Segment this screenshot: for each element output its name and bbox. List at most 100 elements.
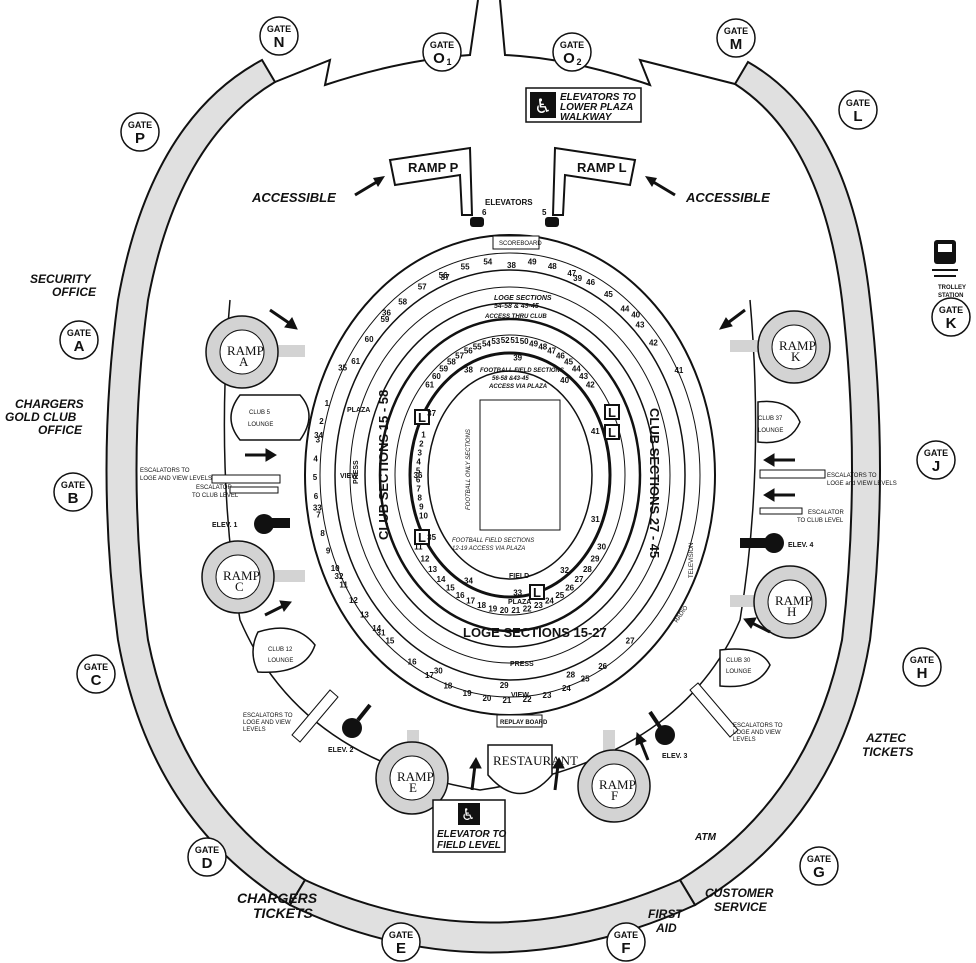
section-inner[interactable]: 25 (555, 591, 564, 600)
section-upper[interactable]: 3 (316, 436, 321, 445)
section-upper[interactable]: 9 (326, 547, 331, 556)
section-inner[interactable]: 2 (419, 439, 424, 448)
section-upper[interactable]: 44 (620, 304, 629, 313)
section-inner[interactable]: 22 (523, 604, 532, 613)
section-upper[interactable]: 45 (604, 290, 613, 299)
section-upper[interactable]: 46 (586, 278, 595, 287)
section-upper[interactable]: 1 (325, 399, 330, 408)
section-upper[interactable]: 16 (408, 658, 417, 667)
section-inner[interactable]: 49 (529, 339, 538, 348)
section-upper[interactable]: 59 (380, 315, 389, 324)
section-inner[interactable]: 5 (416, 466, 421, 475)
section-upper[interactable]: 20 (482, 694, 491, 703)
section-inner[interactable]: 7 (416, 485, 421, 494)
section-upper[interactable]: 2 (319, 417, 324, 426)
section-inner[interactable]: 26 (565, 584, 574, 593)
section-inner[interactable]: 42 (586, 381, 595, 390)
section-inner[interactable]: 38 (464, 366, 473, 375)
section-inner[interactable]: 29 (591, 554, 600, 563)
section-inner[interactable]: 41 (591, 427, 600, 436)
section-inner[interactable]: 24 (545, 597, 554, 606)
section-inner[interactable]: 39 (513, 353, 522, 362)
section-inner[interactable]: 32 (560, 566, 569, 575)
section-upper[interactable]: 31 (377, 629, 386, 638)
section-inner[interactable]: 55 (473, 342, 482, 351)
section-upper[interactable]: 15 (385, 637, 394, 646)
section-upper[interactable]: 6 (314, 492, 319, 501)
section-inner[interactable]: 13 (428, 565, 437, 574)
section-inner[interactable]: 23 (534, 601, 543, 610)
section-upper[interactable]: 13 (360, 611, 369, 620)
section-upper[interactable]: 25 (581, 674, 590, 683)
section-inner[interactable]: 6 (416, 476, 421, 485)
section-inner[interactable]: 27 (575, 575, 584, 584)
section-upper[interactable]: 17 (425, 671, 434, 680)
section-inner[interactable]: 8 (417, 494, 422, 503)
section-upper[interactable]: 8 (320, 529, 325, 538)
section-upper[interactable]: 30 (434, 666, 443, 675)
section-upper[interactable]: 54 (483, 258, 492, 267)
section-upper[interactable]: 18 (443, 681, 452, 690)
section-upper[interactable]: 56 (439, 271, 448, 280)
section-inner[interactable]: 47 (547, 347, 556, 356)
section-inner[interactable]: 19 (488, 604, 497, 613)
section-upper[interactable]: 12 (349, 596, 358, 605)
section-upper[interactable]: 14 (372, 624, 381, 633)
section-upper[interactable]: 58 (398, 297, 407, 306)
section-upper[interactable]: 47 (567, 269, 576, 278)
section-inner[interactable]: 1 (421, 431, 426, 440)
section-upper[interactable]: 29 (500, 681, 509, 690)
section-inner[interactable]: 40 (560, 376, 569, 385)
section-upper[interactable]: 23 (543, 691, 552, 700)
section-inner[interactable]: 60 (432, 372, 441, 381)
section-upper[interactable]: 28 (566, 671, 575, 680)
section-upper[interactable]: 37 (441, 273, 450, 282)
section-upper[interactable]: 7 (316, 511, 321, 520)
section-inner[interactable]: 12 (421, 554, 430, 563)
section-upper[interactable]: 21 (502, 696, 511, 705)
section-upper[interactable]: 49 (528, 258, 537, 267)
section-upper[interactable]: 42 (649, 339, 658, 348)
section-upper[interactable]: 24 (562, 684, 571, 693)
section-inner[interactable]: 16 (456, 591, 465, 600)
section-inner[interactable]: 53 (491, 337, 500, 346)
section-upper[interactable]: 34 (314, 431, 323, 440)
section-upper[interactable]: 4 (313, 454, 318, 463)
section-inner[interactable]: 58 (447, 358, 456, 367)
section-inner[interactable]: 4 (416, 457, 421, 466)
section-upper[interactable]: 36 (382, 309, 391, 318)
section-upper[interactable]: 61 (351, 357, 360, 366)
section-upper[interactable]: 55 (461, 263, 470, 272)
section-inner[interactable]: 14 (437, 575, 446, 584)
section-inner[interactable]: 28 (583, 565, 592, 574)
section-inner[interactable]: 48 (538, 342, 547, 351)
section-inner[interactable]: 56 (464, 347, 473, 356)
section-inner[interactable]: 18 (477, 601, 486, 610)
section-upper[interactable]: 35 (338, 363, 347, 372)
section-upper[interactable]: 39 (573, 274, 582, 283)
section-inner[interactable]: 43 (579, 372, 588, 381)
section-inner[interactable]: 3 (417, 448, 422, 457)
section-inner[interactable]: 50 (520, 337, 529, 346)
section-inner[interactable]: 21 (511, 606, 520, 615)
section-inner[interactable]: 45 (564, 358, 573, 367)
section-inner[interactable]: 57 (455, 352, 464, 361)
section-upper[interactable]: 33 (313, 503, 322, 512)
section-upper[interactable]: 43 (636, 321, 645, 330)
section-inner[interactable]: 44 (572, 365, 581, 374)
section-inner[interactable]: 54 (482, 339, 491, 348)
section-upper[interactable]: 41 (674, 366, 683, 375)
section-inner[interactable]: 11 (414, 543, 423, 552)
section-inner[interactable]: 51 (510, 336, 519, 345)
section-inner[interactable]: 17 (466, 597, 475, 606)
section-inner[interactable]: 20 (500, 606, 509, 615)
section-inner[interactable]: 36 (414, 471, 423, 480)
section-upper[interactable]: 60 (365, 335, 374, 344)
section-upper[interactable]: 32 (335, 572, 344, 581)
section-inner[interactable]: 15 (446, 584, 455, 593)
section-inner[interactable]: 35 (427, 533, 436, 542)
section-upper[interactable]: 26 (598, 662, 607, 671)
section-inner[interactable]: 52 (501, 336, 510, 345)
section-inner[interactable]: 59 (439, 365, 448, 374)
section-inner[interactable]: 34 (464, 576, 473, 585)
